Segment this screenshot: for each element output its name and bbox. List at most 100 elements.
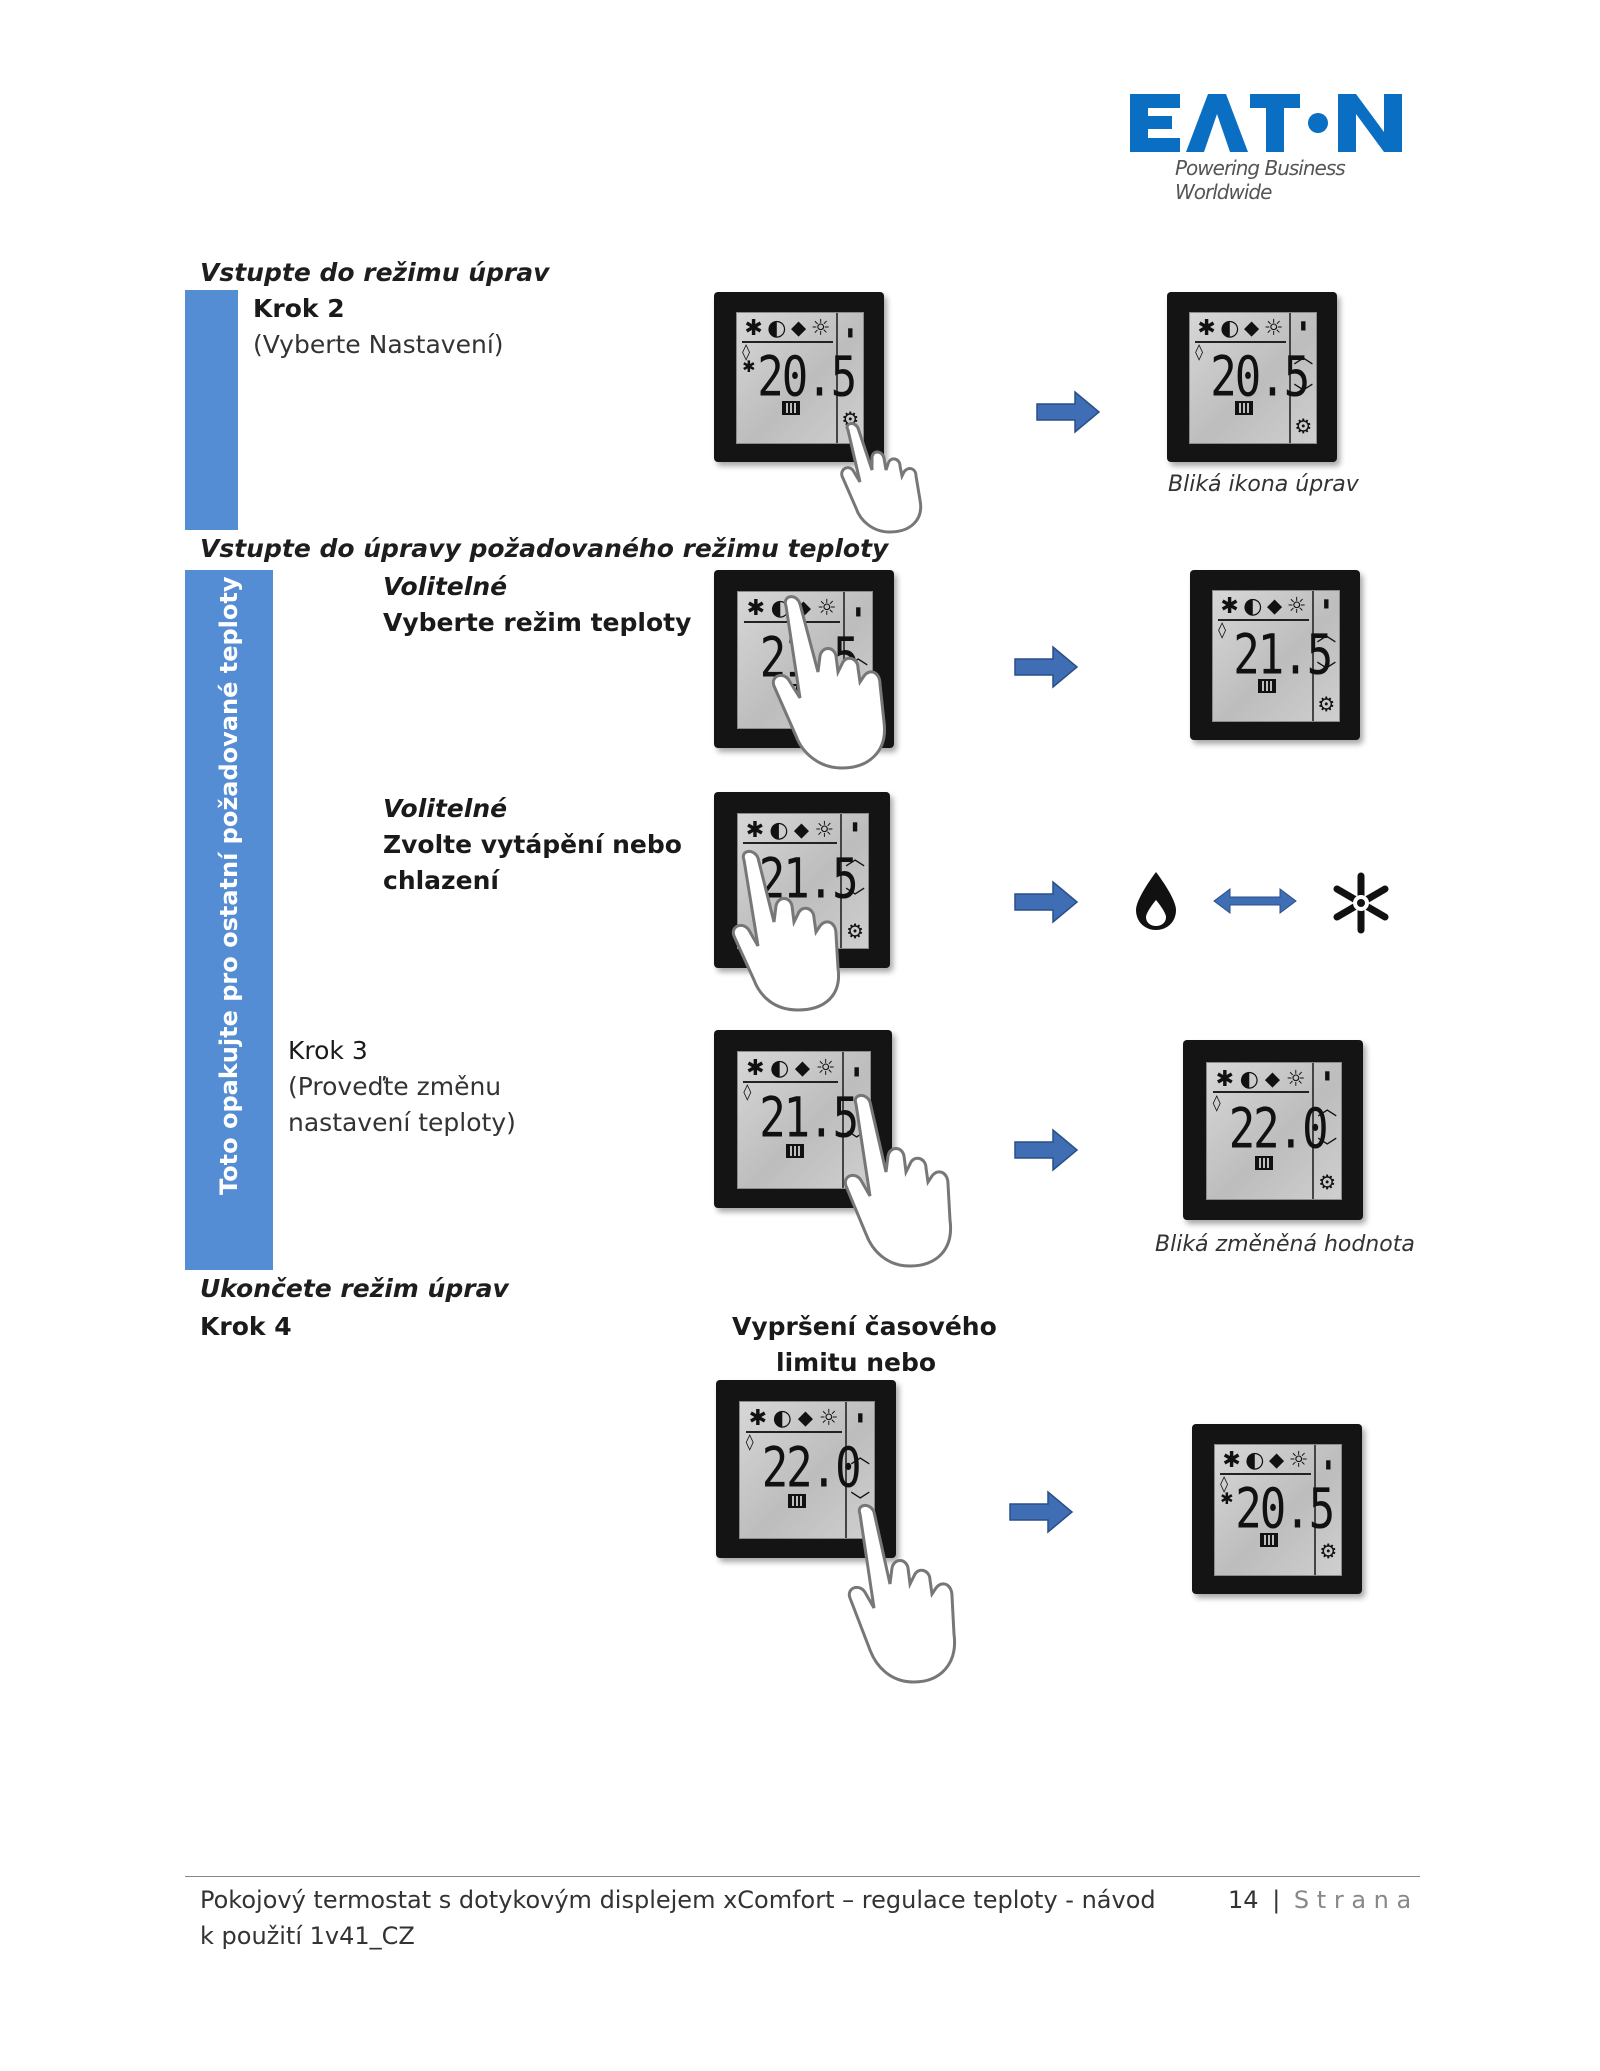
up-arrow-icon[interactable]: ︿	[1316, 621, 1337, 646]
mode-icons: ✱◐⬥☼	[1220, 1448, 1311, 1475]
down-arrow-icon[interactable]: ﹀	[845, 884, 866, 909]
thermostat-device[interactable]: ✱◐⬥☼ ▮︿﹀⚙ ◊ 21.5	[1190, 570, 1360, 740]
down-arrow-icon[interactable]: ﹀	[1293, 381, 1314, 406]
thermostat-screen: ✱◐⬥☼ ▮﹀ ◊ 21.5	[737, 1051, 871, 1189]
drop-small-icon: ◊	[743, 1082, 752, 1102]
moon-icon: ◐	[767, 316, 787, 342]
gear-icon[interactable]: ⚙	[1318, 1170, 1337, 1195]
snowflake-icon: ✱	[746, 596, 766, 622]
optional-2-title: Volitelné	[383, 794, 508, 823]
mode-icons: ✱◐⬥☼	[743, 1056, 839, 1083]
drop-icon: ⬥	[1268, 1448, 1285, 1474]
thermostat-screen: ✱◐⬥☼ ▮⚙ ◊ ✱ 20.5	[1214, 1444, 1342, 1576]
right-arrow-icon	[1036, 390, 1101, 434]
step3-desc-line1: (Proveďte změnu	[288, 1072, 502, 1101]
up-arrow-icon[interactable]: ︿	[1293, 343, 1314, 368]
temperature-value: 21.5	[1233, 623, 1333, 688]
moon-icon: ◐	[1245, 1448, 1265, 1474]
up-arrow-icon[interactable]: ︿	[845, 846, 866, 871]
moon-icon: ◐	[769, 817, 789, 843]
mode-icons: ✱◐⬥☼	[1195, 316, 1286, 343]
control-column: ▮︿﹀⚙	[840, 814, 868, 948]
thermostat-device[interactable]: ✱◐⬥☼ ▮⚙ ◊ ✱ 20.5	[1192, 1424, 1362, 1594]
right-arrow-icon	[1014, 645, 1079, 689]
drop-icon: ⬥	[1264, 1066, 1281, 1092]
step2-title: Krok 2	[253, 294, 345, 323]
thermostat-screen: ✱◐⬥☼ ▮︿﹀⚙ ◊ 22.0	[1206, 1061, 1342, 1201]
page-label: S t r a n a	[1293, 1886, 1412, 1914]
repeat-bar	[185, 570, 273, 1270]
thermostat-screen: ✱◐⬥☼ ▮︿﹀⚙ ◊ 21.5	[1212, 590, 1340, 722]
moon-icon: ◐	[1220, 316, 1240, 342]
calendar-icon	[788, 1494, 807, 1509]
optional-1-title: Volitelné	[383, 572, 508, 601]
sun-icon: ☼	[1286, 594, 1307, 620]
sun-icon: ☼	[816, 596, 837, 622]
sun-icon: ☼	[818, 1406, 839, 1432]
calendar-icon	[785, 1144, 804, 1159]
right-arrow-icon	[1014, 1128, 1079, 1172]
temperature-value: 20.5	[1235, 1477, 1335, 1542]
hand-pointer-icon	[771, 595, 886, 770]
mode-icons: ✱◐⬥☼	[743, 817, 837, 845]
drop-icon: ⬥	[794, 1056, 811, 1082]
snowflake-icon: ✱	[745, 817, 765, 843]
drop-small-icon: ◊	[1212, 1092, 1221, 1112]
section-exit-edit: Ukončete režim úprav	[200, 1274, 509, 1303]
repeat-bar-label: Toto opakujte pro ostatní požadované tep…	[215, 576, 243, 1196]
sun-icon: ☼	[810, 316, 831, 342]
snowflake-icon: ✱	[1197, 316, 1216, 342]
gear-icon[interactable]: ⚙	[1317, 692, 1336, 717]
step3-desc-line2: nastavení teploty)	[288, 1108, 516, 1137]
footer-page: 14 | S t r a n a	[1228, 1886, 1411, 1914]
footer-line2: k použití 1v41_CZ	[200, 1922, 415, 1950]
drop-icon: ⬥	[793, 817, 810, 843]
hand-pointer-icon	[840, 422, 923, 534]
gear-icon[interactable]: ⚙	[1294, 414, 1313, 439]
up-arrow-icon[interactable]: ︿	[850, 1444, 871, 1469]
optional-2-desc-line1: Zvolte vytápění nebo	[383, 830, 682, 859]
temperature-value: 22.0	[1228, 1097, 1329, 1161]
drop-icon	[1136, 872, 1176, 930]
timeout-line2: limitu nebo	[776, 1348, 937, 1377]
drop-small-icon: ◊	[1220, 1473, 1229, 1493]
down-arrow-icon[interactable]: ﹀	[1316, 659, 1337, 684]
temperature-value: 20.5	[1210, 345, 1310, 410]
control-column: ▮︿﹀⚙	[1311, 591, 1339, 721]
gear-icon[interactable]: ⚙	[846, 919, 865, 944]
up-arrow-icon[interactable]: ︿	[1317, 1095, 1338, 1120]
footer-divider	[185, 1876, 1420, 1877]
optional-1-desc: Vyberte režim teploty	[383, 608, 692, 637]
eaton-logo-mark	[1130, 94, 1402, 152]
step2-desc: (Vyberte Nastavení)	[253, 330, 504, 359]
calendar-icon	[1235, 401, 1254, 416]
timeout-line1: Vypršení časového	[732, 1312, 997, 1341]
down-arrow-icon[interactable]: ﹀	[1317, 1135, 1338, 1160]
sun-icon: ☼	[1288, 1448, 1309, 1474]
step4-title: Krok 4	[200, 1312, 292, 1341]
eaton-logo: Powering Business Worldwide	[1130, 90, 1430, 204]
thermostat-device[interactable]: ✱◐⬥☼ ▮︿﹀⚙ ◊ 22.0	[1183, 1040, 1363, 1220]
moon-icon: ◐	[770, 1056, 790, 1082]
snowflake-icon: ✱	[748, 1406, 768, 1432]
calendar-icon	[1258, 679, 1277, 694]
hand-pointer-icon	[843, 1094, 953, 1268]
step2-bar	[185, 290, 238, 530]
sun-icon: ☼	[814, 817, 835, 843]
calendar-icon	[782, 401, 801, 416]
thermostat-device[interactable]: ✱◐⬥☼ ▮︿﹀ ◊ 22.0	[716, 1380, 896, 1558]
drop-icon: ⬥	[1266, 594, 1283, 620]
temperature-value: 21.5	[759, 1086, 859, 1151]
hand-pointer-icon	[731, 850, 841, 1012]
right-arrow-icon	[1014, 880, 1079, 924]
calendar-icon	[1255, 1155, 1274, 1170]
snowflake-icon: ✱	[746, 1056, 765, 1082]
control-column: ▮︿﹀⚙	[1311, 1062, 1341, 1200]
footer-line1: Pokojový termostat s dotykovým displejem…	[200, 1886, 1156, 1914]
thermostat-device[interactable]: ✱◐⬥☼ ▮︿﹀⚙ ◊ 20.5	[1167, 292, 1337, 462]
gear-icon[interactable]: ⚙	[1319, 1539, 1338, 1564]
section-enter-edit: Vstupte do režimu úprav	[200, 258, 550, 287]
moon-icon: ◐	[1243, 594, 1263, 620]
drop-small-icon: ◊	[742, 341, 751, 361]
snowflake-icon: ✱	[1215, 1066, 1235, 1092]
